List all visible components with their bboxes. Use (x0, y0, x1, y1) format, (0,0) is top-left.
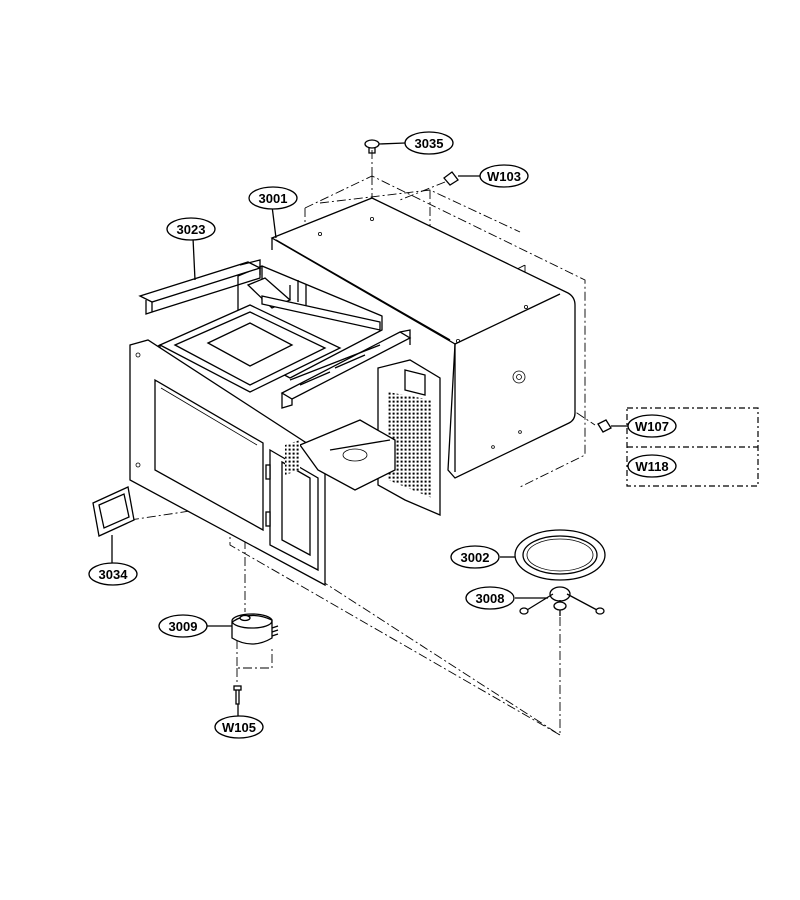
motor-3009 (207, 613, 279, 645)
callout-3008: 3008 (465, 586, 515, 610)
screw-w105 (233, 685, 242, 716)
svg-text:3034: 3034 (99, 567, 129, 582)
leader-lines (192, 205, 277, 281)
callout-3035: 3035 (404, 131, 454, 155)
svg-text:W103: W103 (487, 169, 521, 184)
callout-3002: 3002 (450, 545, 500, 569)
svg-text:3008: 3008 (476, 591, 505, 606)
callout-w105: W105 (214, 715, 264, 739)
cover-3034 (92, 486, 135, 563)
callout-3023: 3023 (166, 217, 216, 241)
callout-w118: W118 (627, 454, 677, 478)
screw-w103 (443, 171, 482, 186)
top-rails (138, 259, 412, 409)
callout-w107: W107 (627, 414, 677, 438)
callout-3009: 3009 (158, 614, 208, 638)
svg-text:3035: 3035 (415, 136, 444, 151)
glass-tray-3002 (500, 529, 606, 581)
callout-3001: 3001 (248, 186, 298, 210)
plug-3035 (364, 139, 406, 154)
outer-cabinet (270, 197, 576, 479)
svg-text:W118: W118 (635, 459, 668, 474)
callout-w103: W103 (479, 164, 529, 188)
screw-option-box (626, 407, 759, 487)
roller-coupler-3008 (515, 586, 605, 616)
svg-text:3009: 3009 (169, 619, 198, 634)
callout-3034: 3034 (88, 562, 138, 586)
svg-text:W107: W107 (635, 419, 669, 434)
svg-text:3001: 3001 (259, 191, 288, 206)
svg-text:3023: 3023 (177, 222, 206, 237)
svg-text:3002: 3002 (461, 550, 490, 565)
svg-text:W105: W105 (222, 720, 256, 735)
inner-chassis (129, 265, 441, 587)
screw-w107 (597, 419, 628, 433)
